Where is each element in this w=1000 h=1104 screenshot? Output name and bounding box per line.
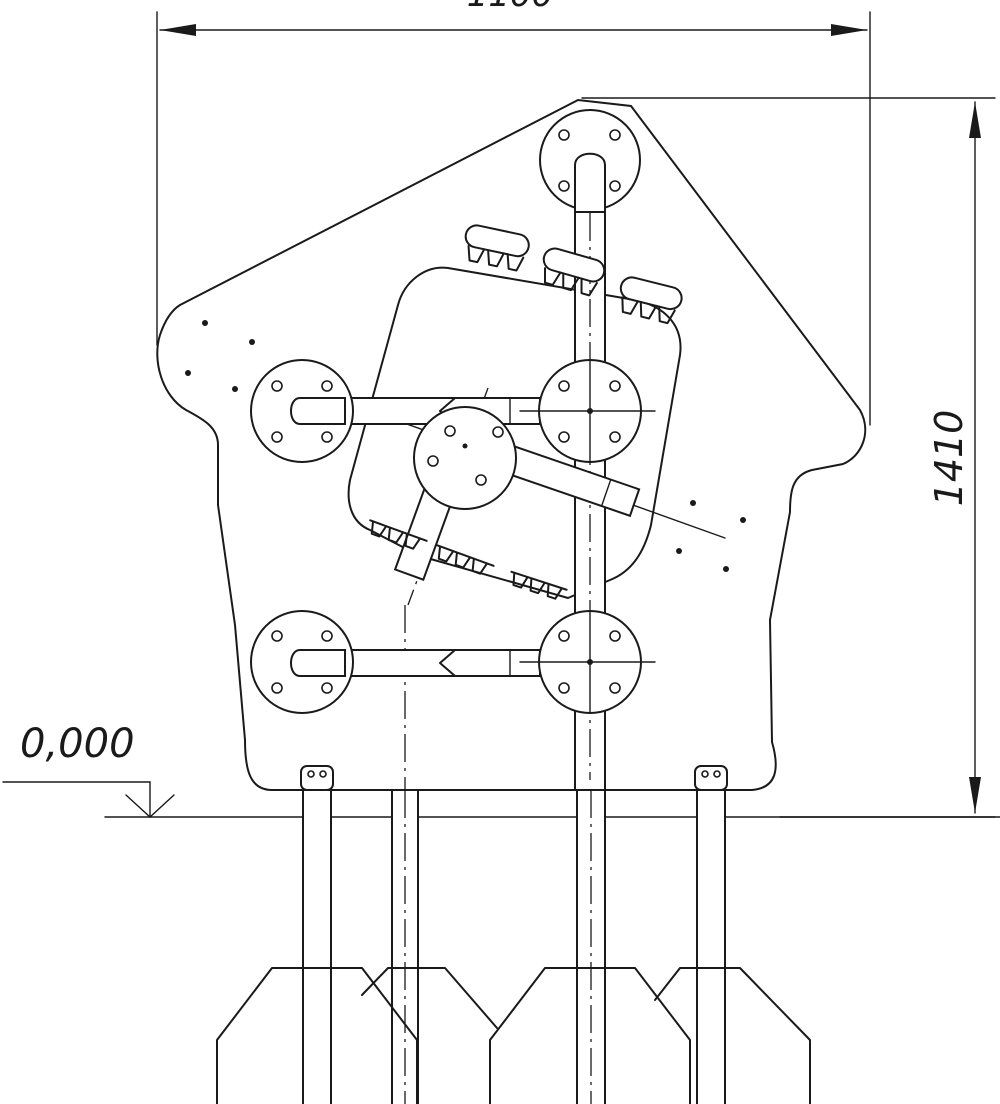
ground-level-mark: 0,000 xyxy=(2,721,1000,818)
arrow-up-icon xyxy=(969,102,981,138)
height-dimension-label: 1410 xyxy=(927,410,971,507)
arrow-down-icon xyxy=(969,777,981,813)
arrow-left-icon xyxy=(160,24,196,36)
height-dimension: 1410 xyxy=(581,97,996,818)
ground-level-label: 0,000 xyxy=(20,721,135,767)
flange-upper-right xyxy=(519,359,656,463)
panel-bolts xyxy=(185,320,746,572)
flange-top xyxy=(539,109,641,213)
foundation-1 xyxy=(216,967,418,1104)
flange-center-tilted xyxy=(413,406,517,510)
flange-lower-left xyxy=(250,610,354,714)
posts-and-foundations xyxy=(216,779,811,1104)
foundation-4 xyxy=(654,967,811,1104)
handle-group-top xyxy=(464,224,683,325)
arrow-right-icon xyxy=(831,24,867,36)
width-dimension-label: 1100 xyxy=(467,0,554,15)
post-caps xyxy=(300,765,728,791)
inner-panel xyxy=(347,266,682,599)
flange-lower-right xyxy=(519,610,656,714)
width-dimension: 1100 xyxy=(156,0,871,426)
foundation-3 xyxy=(489,967,691,1104)
foundation-2 xyxy=(361,967,498,1029)
flange-upper-left xyxy=(250,359,354,463)
footholds-lower xyxy=(369,519,568,600)
